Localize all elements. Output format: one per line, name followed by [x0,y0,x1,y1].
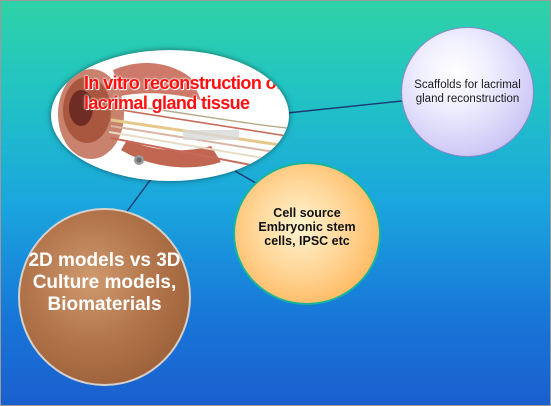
cell-source-node: Cell source Embryonic stem cells, IPSC e… [233,162,381,305]
scaffolds-node: Scaffolds for lacrimal gland reconstruct… [401,27,534,157]
center-node: In vitro reconstruction of lacrimal glan… [51,50,289,181]
models-node: 2D models vs 3D Culture models, Biomater… [18,208,191,386]
models-node-label: 2D models vs 3D Culture models, Biomater… [28,250,181,315]
center-node-label: In vitro reconstruction of lacrimal glan… [84,73,282,113]
eye-anatomy-illustration [58,63,288,171]
scaffolds-node-label: Scaffolds for lacrimal gland reconstruct… [414,79,521,105]
connector-hub-scaffolds [286,100,403,114]
cell-source-node-label: Cell source Embryonic stem cells, IPSC e… [258,206,356,248]
